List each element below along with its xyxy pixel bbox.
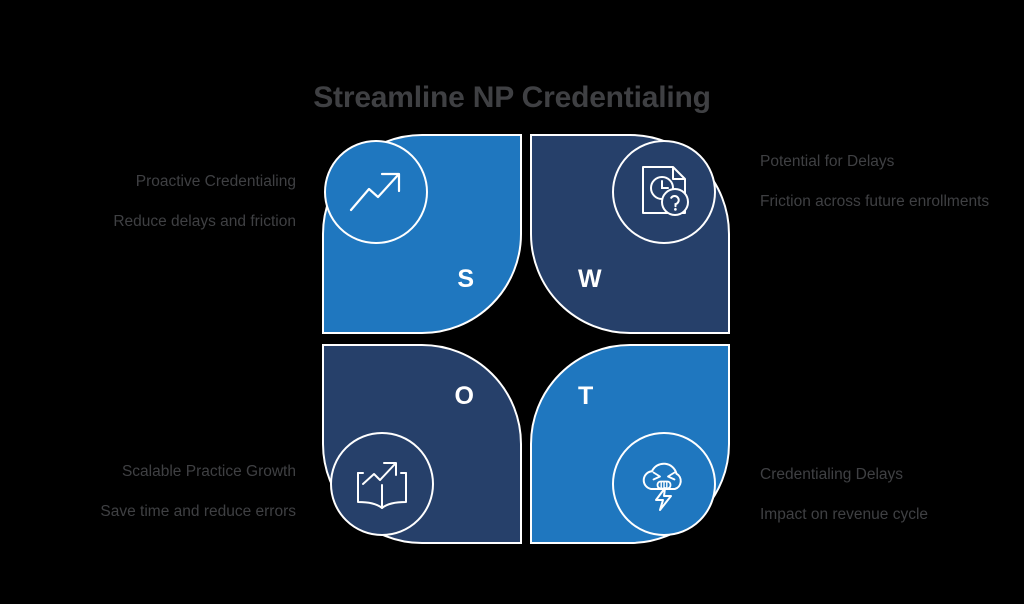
- icon-bubble-threats[interactable]: [612, 432, 716, 536]
- icon-bubble-strengths[interactable]: [324, 140, 428, 244]
- storm-cloud-lightning-icon: [642, 462, 682, 511]
- quadrant-letter-o: O: [454, 382, 474, 410]
- open-book-growth-icon: [357, 462, 407, 509]
- caption-opportunities: Scalable Practice Growth Save time and r…: [0, 460, 296, 523]
- caption-line: Scalable Practice Growth: [121, 463, 296, 480]
- caption-line: Save time and reduce errors: [100, 503, 296, 520]
- trending-up-arrow-icon: [349, 172, 401, 212]
- caption-threats: Credentialing Delays Impact on revenue c…: [760, 463, 1010, 526]
- caption-line: Potential for Delays: [760, 153, 895, 170]
- icon-bubble-weaknesses[interactable]: [612, 140, 716, 244]
- caption-line: Proactive Credentialing: [135, 173, 296, 190]
- caption-line: Impact on revenue cycle: [760, 506, 929, 523]
- caption-strengths: Proactive Credentialing Reduce delays an…: [0, 170, 296, 233]
- quadrant-letter-t: T: [578, 382, 594, 410]
- quadrant-letter-w: W: [578, 265, 602, 293]
- swot-diagram: S W O T: [312, 132, 732, 544]
- icon-bubble-opportunities[interactable]: [330, 432, 434, 536]
- document-clock-question-icon: [642, 166, 689, 216]
- quadrant-letter-s: S: [457, 265, 474, 293]
- caption-line: Credentialing Delays: [760, 466, 904, 483]
- caption-line: Friction across future enrollments: [760, 193, 990, 210]
- caption-weaknesses: Potential for Delays Friction across fut…: [760, 150, 1010, 213]
- page-title: Streamline NP Credentialing: [313, 81, 711, 115]
- caption-line: Reduce delays and friction: [113, 213, 296, 230]
